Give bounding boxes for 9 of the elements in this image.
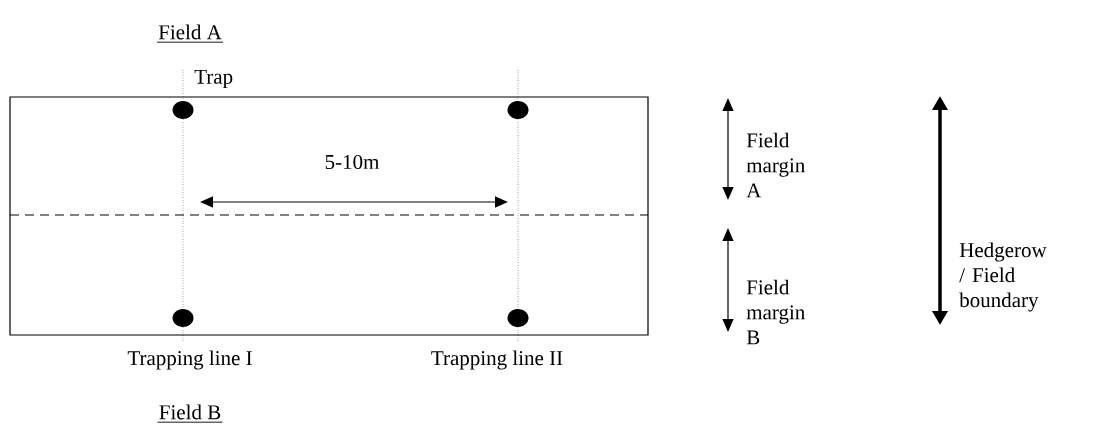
- trapping-line-label: Trapping line II: [431, 350, 563, 370]
- field-heading: Field A: [156, 24, 224, 43]
- trap-label: Trap: [194, 69, 233, 89]
- margin-label: Field margin B: [746, 279, 805, 345]
- boundary-label: Hedgerow / Field boundary: [959, 242, 1047, 312]
- distance-label: 5-10m: [325, 154, 380, 170]
- field-heading: Field B: [157, 404, 223, 423]
- trapping-line-label: Trapping line I: [127, 350, 252, 370]
- margin-label: Field margin A: [746, 132, 805, 198]
